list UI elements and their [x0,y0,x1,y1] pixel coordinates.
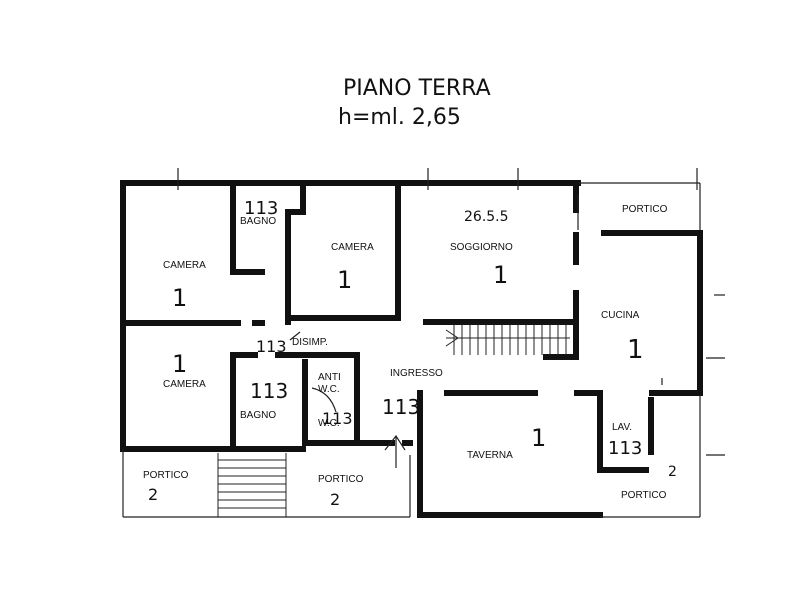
room-ingresso-number: 113 [382,395,420,419]
room-cucina-label: CUCINA [601,310,640,321]
walls [120,180,703,518]
plan-title: PIANO TERRA [343,76,491,101]
room-lav-number: 113 [608,438,642,459]
room-camera-top-mid-label: CAMERA [331,242,374,253]
room-taverna-number: 1 [531,424,546,452]
room-wc-label: W.C. [318,418,340,429]
portico-outlines [122,168,725,518]
room-bagno-bottom-number: 113 [250,379,288,403]
room-ingresso-label: INGRESSO [390,368,443,379]
stairs-upper [445,324,570,355]
room-portico-bottom-mid-number: 2 [330,490,340,509]
room-bagno-top-label: BAGNO [240,216,276,227]
room-disimp-number: 113 [256,337,287,356]
room-soggiorno-number: 1 [493,261,508,289]
room-anti-wc-label-line1: ANTI [318,372,341,383]
room-cucina-number: 1 [627,335,644,365]
room-soggiorno-label: SOGGIORNO [450,242,513,253]
stairs-lower [217,453,287,517]
room-portico-bottom-mid-label: PORTICO [318,474,364,485]
room-disimp-label: DISIMP. [292,337,328,348]
room-lav-label: LAV. [612,422,632,433]
room-anti-wc-number: 113 [322,409,353,428]
room-portico-bottom-left-label: PORTICO [143,470,189,481]
entrance-arrow [384,434,406,468]
room-camera-top-mid-number: 1 [337,266,352,294]
wc-door-arc [311,387,337,413]
room-camera-bottom-left-number: 1 [172,350,187,378]
room-soggiorno-note: 26.5.5 [464,209,509,225]
room-portico-top-right-label: PORTICO [622,204,668,215]
room-bagno-bottom-label: BAGNO [240,410,276,421]
room-bagno-top-number: 113 [244,198,278,219]
plan-height-note: h=ml. 2,65 [338,105,461,130]
room-portico-bottom-right-label: PORTICO [621,490,667,501]
disimp-door-arc [289,331,301,341]
room-taverna-label: TAVERNA [467,450,513,461]
room-labels: CAMERA 1 BAGNO 113 CAMERA 1 SOGGIORNO 26… [143,198,677,509]
room-camera-top-left-number: 1 [172,284,187,312]
room-portico-bottom-left-number: 2 [148,485,158,504]
room-anti-wc-label-line2: W.C. [318,384,340,395]
room-camera-bottom-left-label: CAMERA [163,379,206,390]
room-camera-top-left-label: CAMERA [163,260,206,271]
room-portico-bottom-right-number: 2 [668,464,677,480]
